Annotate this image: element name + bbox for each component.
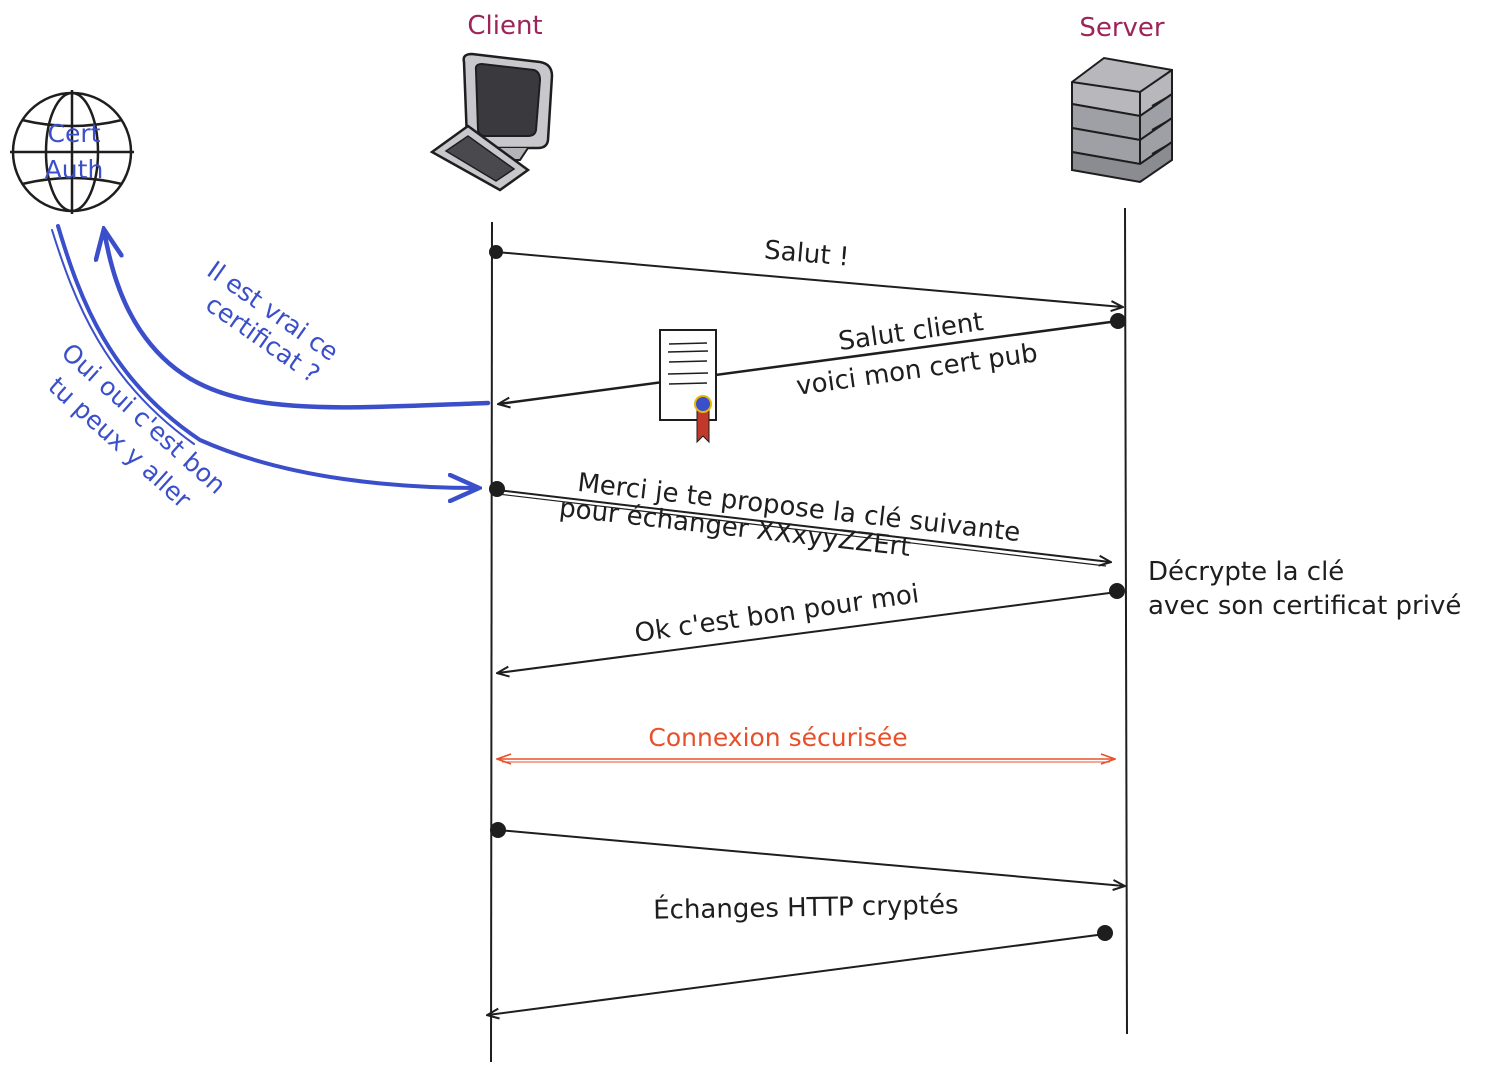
server-rack-icon	[1071, 56, 1173, 184]
http-exchange-label: Échanges HTTP cryptés	[653, 888, 959, 925]
cert-auth-label-line2: Auth	[45, 155, 104, 184]
desktop-computer-icon	[429, 52, 554, 192]
message-arrow-1	[489, 245, 1122, 307]
server-lifeline	[1124, 207, 1128, 1035]
server-note-line2: avec son certificat privé	[1148, 591, 1461, 621]
server-label: Server	[1079, 13, 1165, 43]
secure-connection-arrow	[498, 759, 1114, 762]
http-response-arrow	[488, 925, 1113, 1015]
http-request-arrow	[490, 822, 1124, 886]
client-label: Client	[467, 11, 542, 41]
ca-response-arrow	[51, 224, 478, 488]
secure-connection-label: Connexion sécurisée	[648, 723, 907, 752]
message-arrow-3	[489, 481, 1110, 566]
ca-request-arrow	[104, 230, 491, 410]
message-label-4: Ok c'est bon pour moi	[633, 579, 921, 649]
message-label-1: Salut !	[763, 235, 850, 272]
server-note-line1: Décrypte la clé	[1148, 557, 1344, 587]
cert-auth-label-line1: Cert	[48, 119, 101, 148]
client-lifeline	[490, 221, 493, 1063]
message-arrow-4	[498, 583, 1125, 673]
certificate-document-icon	[659, 329, 717, 444]
globe-icon	[10, 90, 134, 214]
message-arrow-2	[499, 313, 1126, 404]
